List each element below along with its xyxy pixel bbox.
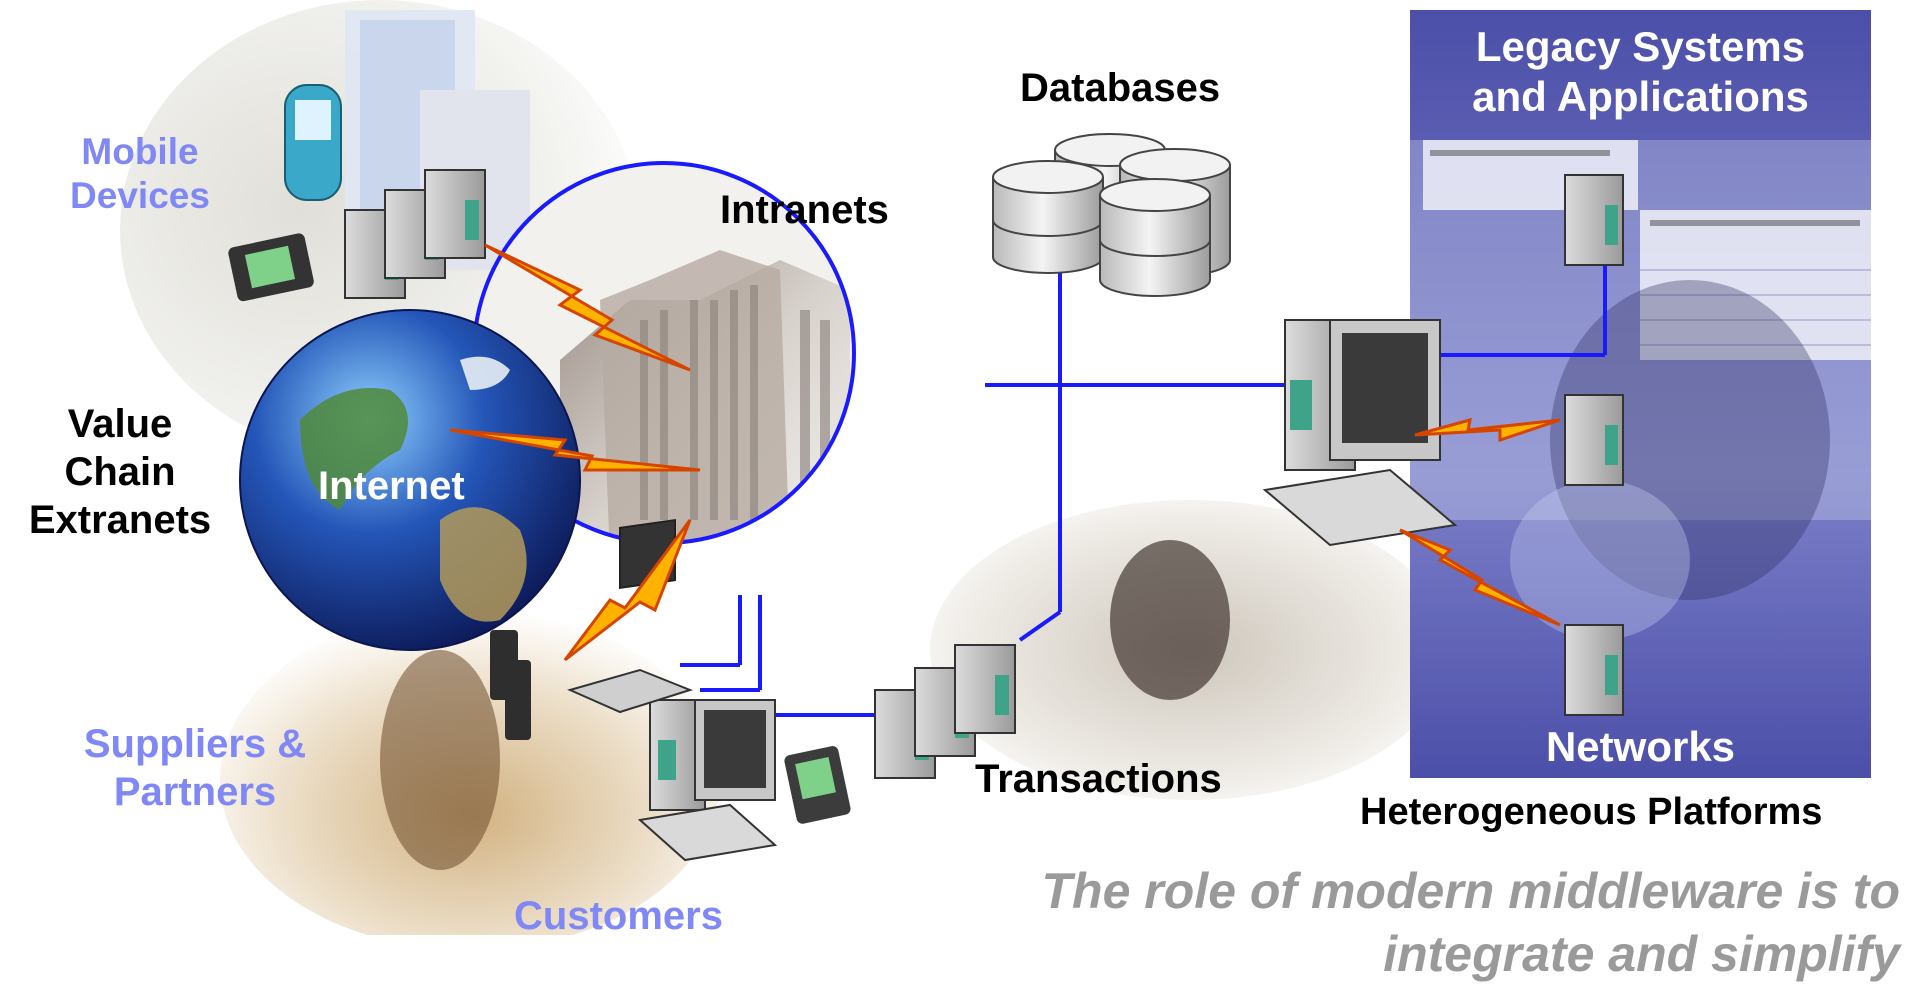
globe-icon bbox=[239, 309, 581, 651]
middleware-diagram bbox=[120, 0, 1871, 935]
label-databases: Databases bbox=[1020, 66, 1221, 110]
pda-icon bbox=[228, 233, 851, 824]
label-networks: Networks bbox=[1545, 723, 1736, 770]
server-rack-icon-legacy bbox=[1564, 174, 1624, 716]
label-mobile-devices: Mobile Devices bbox=[70, 131, 210, 217]
label-suppliers-partners: Suppliers & Partners bbox=[83, 722, 307, 814]
intranet-circle bbox=[472, 161, 856, 545]
label-internet: Internet bbox=[318, 464, 465, 508]
label-heterogeneous-platforms: Heterogeneous Platforms bbox=[1360, 791, 1823, 833]
label-customers: Customers bbox=[514, 894, 723, 938]
database-cylinder-icon bbox=[992, 133, 1231, 297]
workstation-icon-customers bbox=[637, 699, 778, 862]
server-rack-icon-mobile bbox=[344, 169, 486, 299]
lightning-icon bbox=[449, 243, 1561, 662]
tagline: The role of modern middleware is to inte… bbox=[1041, 863, 1900, 982]
legacy-systems-panel bbox=[1410, 10, 1871, 778]
mobile-phone-icon bbox=[284, 84, 531, 740]
label-value-chain-extranets: Value Chain Extranets bbox=[28, 402, 212, 542]
label-intranets: Intranets bbox=[720, 188, 889, 232]
server-rack-icon-transactions bbox=[874, 644, 1016, 779]
workstation-icon-main bbox=[1262, 319, 1458, 547]
legacy-window-toolbar bbox=[1430, 150, 1860, 226]
label-transactions: Transactions bbox=[975, 757, 1222, 801]
label-legacy-systems: Legacy Systems and Applications bbox=[1472, 23, 1809, 121]
